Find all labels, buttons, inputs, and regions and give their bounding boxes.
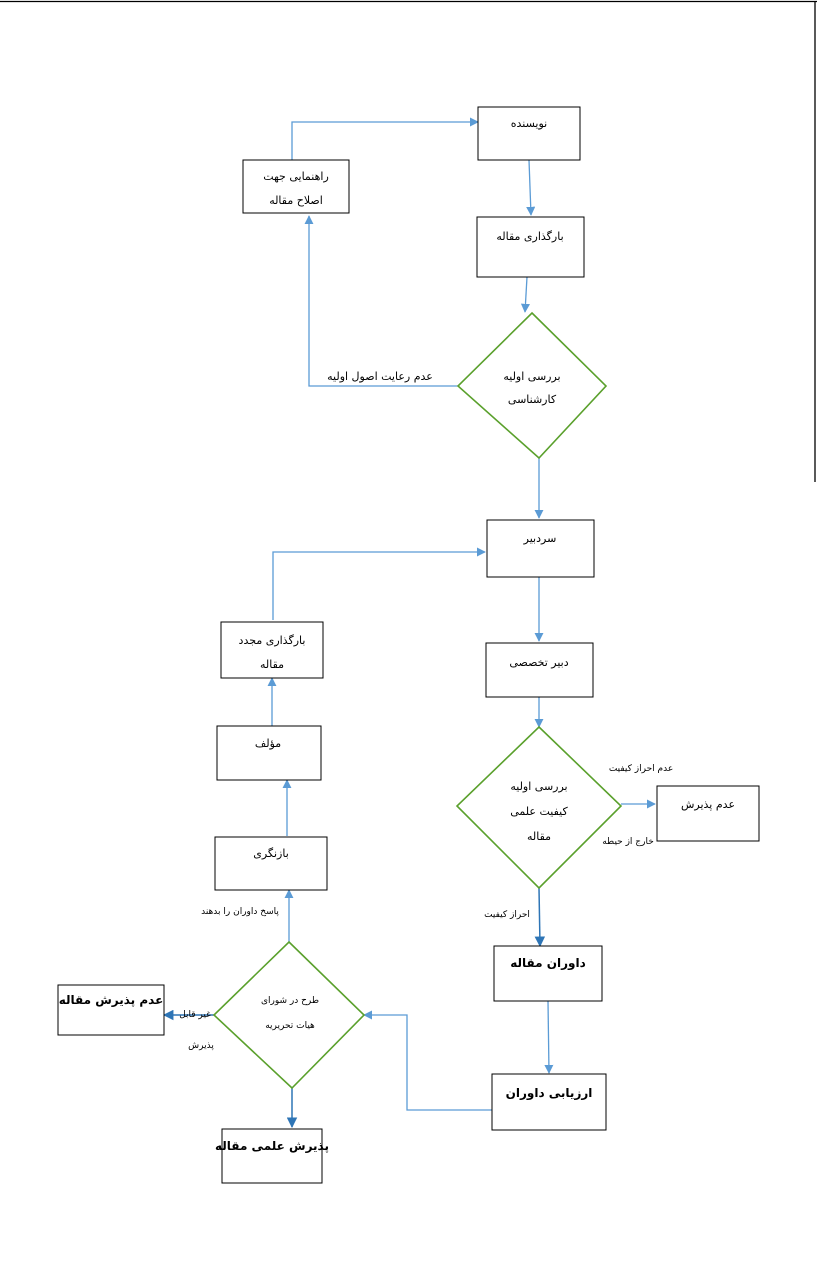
node-reviewers: داوران مقاله	[493, 945, 603, 1002]
node-author2-label: مؤلف	[255, 737, 281, 750]
edge-label-answer-reviewers: پاسخ داوران را بدهند	[201, 907, 279, 917]
node-accept-paper-label: پذیرش علمی مقاله	[215, 1139, 329, 1153]
node-reupload-label-1: بارگذاری مجدد	[239, 634, 306, 647]
node-upload: بارگذاری مقاله	[476, 216, 585, 278]
node-quality-review: بررسی اولیه کیفیت علمی مقاله	[455, 725, 623, 890]
node-reject-paper: عدم پذیرش مقاله	[57, 984, 165, 1036]
node-reject-paper-label: عدم پذیرش مقاله	[59, 993, 164, 1008]
node-board-decision: طرح در شورای هیات تحریریه	[212, 940, 366, 1090]
edge-upload-to-review	[520, 276, 531, 313]
edge-label-quality-ok: احراز کیفیت	[484, 910, 530, 920]
edge-review-to-guide	[304, 215, 458, 387]
node-quality-review-label-1: بررسی اولیه	[510, 780, 567, 793]
node-reviewers-eval-label: ارزیابی داوران	[506, 1086, 593, 1101]
node-guide-label-2: اصلاح مقاله	[269, 194, 323, 207]
edge-label-not-acceptable-2: پذیرش	[188, 1041, 214, 1051]
edge-reupload-to-editor	[272, 547, 486, 620]
node-author2: مؤلف	[216, 725, 322, 781]
node-editor-in-chief: سردبیر	[486, 519, 595, 578]
edge-label-not-acceptable-1: غیر قابل	[179, 1010, 211, 1020]
node-reupload-label-2: مقاله	[260, 658, 284, 671]
node-reupload: بارگذاری مجدد مقاله	[220, 621, 324, 679]
node-quality-review-label-3: مقاله	[527, 830, 551, 843]
node-specialist-editor-label: دبیر تخصصی	[509, 656, 568, 669]
edge-label-out-of-scope: خارج از حیطه	[602, 837, 654, 847]
edge-label-noncompliance: عدم رعایت اصول اولیه	[327, 370, 433, 383]
node-specialist-editor: دبیر تخصصی	[485, 642, 594, 698]
edge-label-no-quality: عدم احراز کیفیت	[609, 764, 673, 774]
node-author-label: نویسنده	[511, 117, 547, 130]
node-initial-review: بررسی اولیه کارشناسی	[456, 311, 608, 460]
node-revision: بازنگری	[214, 836, 328, 891]
node-author: نویسنده	[477, 106, 581, 161]
node-quality-review-label-2: کیفیت علمی	[510, 805, 568, 818]
node-editor-in-chief-label: سردبیر	[523, 532, 557, 545]
node-initial-review-label-1: بررسی اولیه	[503, 370, 560, 383]
connectors	[162, 117, 656, 1129]
node-board-decision-label-2: هیات تحریریه	[265, 1021, 315, 1031]
node-revision-label: بازنگری	[253, 847, 289, 860]
node-guide-label-1: راهنمایی جهت	[263, 170, 329, 183]
edge-guide-to-author	[291, 117, 479, 160]
node-board-decision-label-1: طرح در شورای	[261, 996, 319, 1006]
edge-author-to-upload	[526, 159, 536, 216]
node-upload-label: بارگذاری مقاله	[496, 230, 563, 243]
node-reviewers-label: داوران مقاله	[510, 956, 586, 971]
edge-eval-to-board	[363, 1010, 492, 1111]
node-rejection: عدم پذیرش	[656, 785, 760, 842]
node-accept-paper: پذیرش علمی مقاله	[215, 1128, 329, 1184]
edge-reviewers-to-eval	[544, 1000, 554, 1074]
node-rejection-label: عدم پذیرش	[681, 798, 735, 811]
edge-quality-to-reviewers	[534, 887, 546, 948]
node-reviewers-eval: ارزیابی داوران	[491, 1073, 607, 1131]
node-guide: راهنمایی جهت اصلاح مقاله	[242, 159, 350, 214]
node-initial-review-label-2: کارشناسی	[508, 393, 557, 406]
